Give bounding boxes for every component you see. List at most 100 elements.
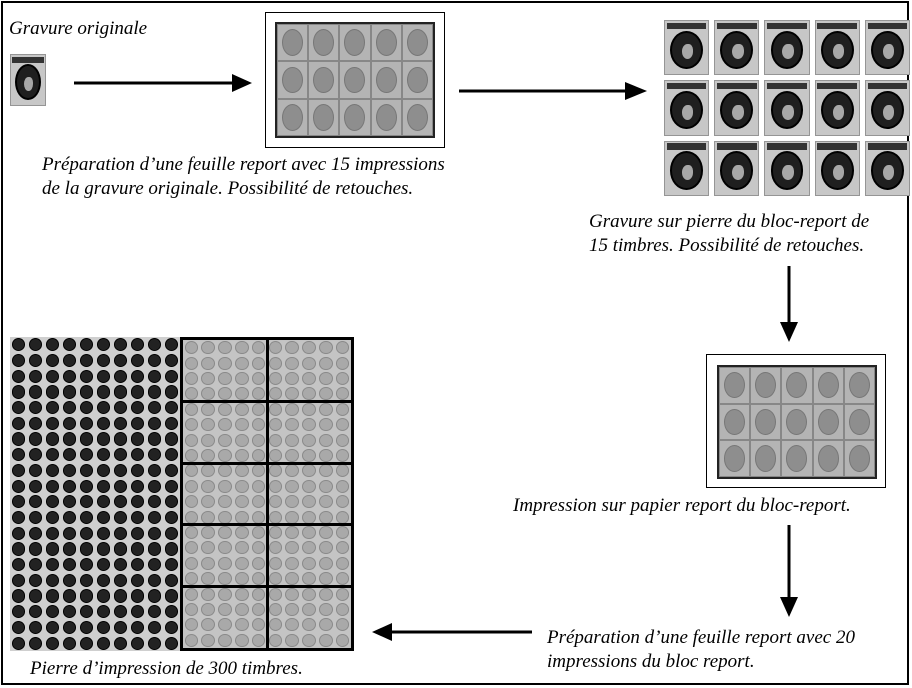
stamp-icon (11, 369, 26, 383)
stamp-icon (130, 353, 145, 368)
stamp-icon (719, 440, 751, 477)
stamp-icon (79, 463, 94, 478)
stamp-icon (201, 526, 215, 539)
stamp-icon (335, 572, 350, 586)
stamp-icon (308, 98, 340, 136)
stamp-icon (130, 416, 145, 430)
stamp-icon (268, 449, 283, 462)
stamp-icon (251, 433, 266, 447)
stamp-icon (147, 495, 162, 509)
stamp-icon (45, 432, 60, 446)
stamp-icon (268, 387, 283, 401)
stamp-icon (714, 140, 760, 196)
stamp-icon (147, 542, 162, 556)
stamp-icon (28, 542, 43, 556)
caption-step5: Pierre d’impression de 300 timbres. (30, 658, 303, 679)
stamp-icon (370, 24, 402, 62)
caption-step2-line1: Gravure sur pierre du bloc-report de (589, 211, 870, 232)
stamp-icon (719, 367, 751, 404)
stamp-icon (130, 338, 145, 352)
stamp-icon (11, 416, 26, 430)
stamp-icon (864, 20, 910, 76)
stamp-icon (11, 573, 26, 587)
stamp-icon (764, 80, 810, 136)
stamp-icon (235, 572, 249, 586)
stamp-icon (28, 526, 43, 540)
stamp-icon (201, 356, 215, 370)
stamp-icon (235, 387, 249, 401)
stamp-icon (96, 338, 111, 352)
stamp-icon (302, 541, 316, 555)
stamp-icon (113, 573, 128, 587)
stamp-icon (302, 510, 316, 524)
stamp-icon (28, 558, 43, 572)
stamp-icon (147, 353, 162, 368)
report-sheet-15-grid (275, 22, 435, 138)
stamp-icon (335, 541, 350, 555)
stamp-icon (184, 526, 199, 539)
stamp-icon (130, 479, 145, 493)
stamp-icon (79, 495, 94, 509)
stamp-icon (302, 433, 316, 447)
stamp-icon (184, 618, 199, 632)
stamp-icon (335, 556, 350, 570)
stamp-icon (714, 80, 760, 136)
stamp-icon (335, 464, 350, 478)
stamp-icon (268, 479, 283, 493)
stamp-icon (401, 24, 433, 62)
stamp-icon (164, 526, 179, 540)
stamp-icon (235, 372, 249, 385)
stamp-icon (79, 573, 94, 587)
stamp-icon (235, 341, 249, 355)
stamp-icon (201, 341, 215, 355)
stamp-icon (79, 369, 94, 383)
stamp-icon (302, 341, 316, 355)
stamp-icon (28, 573, 43, 587)
stamp-icon (285, 572, 299, 586)
block-divider (265, 340, 269, 648)
stamp-icon (335, 341, 350, 355)
stamp-icon (319, 633, 333, 647)
stamp-icon (750, 367, 782, 404)
stamp-icon (335, 356, 350, 370)
stamp-icon (302, 449, 316, 462)
stamp-icon (235, 541, 249, 555)
printing-stone-300-stamps (10, 337, 354, 651)
stamp-icon (79, 542, 94, 556)
stamp-icon (285, 603, 299, 616)
stamp-icon (268, 372, 283, 385)
stamp-icon (201, 618, 215, 632)
stamp-icon (79, 432, 94, 446)
caption-step4-line2: impressions du bloc report. (547, 651, 755, 672)
stamp-icon (147, 636, 162, 650)
stamp-icon (285, 433, 299, 447)
stamp-icon (319, 479, 333, 493)
stamp-icon (277, 61, 309, 99)
stamp-icon (285, 479, 299, 493)
stamp-icon (28, 589, 43, 603)
stamp-icon (339, 24, 371, 62)
stamp-icon (130, 589, 145, 603)
stamp-icon (285, 633, 299, 647)
stamp-icon (45, 353, 60, 368)
stamp-icon (96, 542, 111, 556)
stamp-icon (62, 558, 77, 572)
stamp-icon (96, 401, 111, 415)
stamp-icon (812, 367, 844, 404)
stamp-icon (218, 572, 232, 586)
stamp-icon (339, 61, 371, 99)
stamp-icon (235, 433, 249, 447)
stamp-icon (164, 448, 179, 462)
stamp-icon (79, 605, 94, 619)
stamp-icon (302, 387, 316, 401)
stamp-icon (45, 495, 60, 509)
stamp-icon (843, 403, 875, 441)
stamp-icon (319, 556, 333, 570)
stamp-icon (319, 510, 333, 524)
stamp-icon (79, 589, 94, 603)
stamp-icon (664, 140, 710, 196)
stamp-icon (164, 338, 179, 352)
stamp-icon (285, 449, 299, 462)
stamp-icon (268, 356, 283, 370)
stamp-icon (251, 449, 266, 462)
